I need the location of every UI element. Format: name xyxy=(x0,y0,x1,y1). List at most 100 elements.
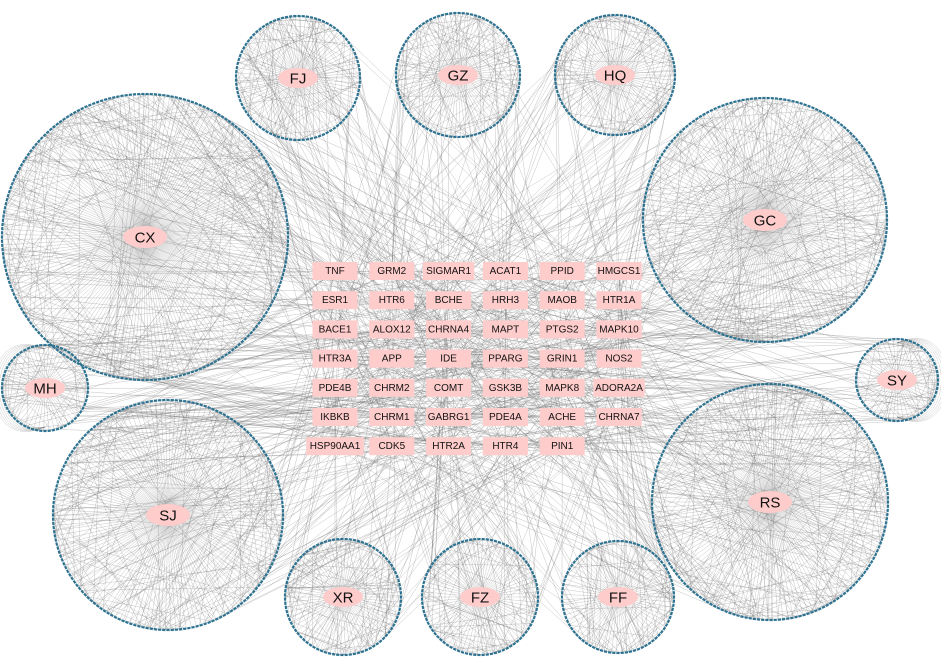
herb-node-label: GZ xyxy=(448,68,469,85)
compound-node xyxy=(397,91,401,96)
compound-node xyxy=(309,137,314,140)
compound-node xyxy=(399,595,403,599)
compound-node xyxy=(338,31,343,35)
compound-node xyxy=(95,100,100,104)
compound-node xyxy=(885,205,888,210)
compound-node xyxy=(659,560,664,565)
compound-ring-fj xyxy=(234,14,362,142)
compound-node xyxy=(777,618,782,621)
compound-node xyxy=(222,613,227,618)
compound-node xyxy=(182,399,187,403)
compound-node xyxy=(73,416,78,421)
compound-node xyxy=(513,97,517,102)
compound-node xyxy=(63,348,68,352)
compound-node xyxy=(2,214,5,218)
compound-node xyxy=(851,301,856,306)
compound-node xyxy=(52,500,55,505)
target-node-label: COMT xyxy=(434,383,463,394)
target-node-box xyxy=(369,262,415,280)
compound-node xyxy=(868,346,873,351)
compound-node xyxy=(395,67,398,71)
compound-node xyxy=(851,134,856,139)
compound-node xyxy=(402,103,406,108)
compound-node xyxy=(807,104,811,108)
compound-node xyxy=(235,86,239,91)
compound-node xyxy=(235,82,238,86)
compound-node xyxy=(305,15,310,19)
compound-node xyxy=(69,112,74,117)
compound-node xyxy=(668,615,672,620)
compound-node xyxy=(518,636,523,641)
compound-node xyxy=(325,130,330,135)
compound-node xyxy=(283,264,287,268)
compound-node xyxy=(166,398,170,402)
compound-node xyxy=(865,150,869,155)
compound-node xyxy=(670,297,674,301)
compound-node xyxy=(0,386,4,390)
compound-node xyxy=(284,260,288,264)
compound-node xyxy=(406,35,411,40)
compound-node xyxy=(293,138,297,142)
target-node-box xyxy=(312,408,358,426)
compound-node xyxy=(323,540,328,544)
compound-node xyxy=(795,336,799,340)
compound-node xyxy=(428,565,433,570)
compound-node xyxy=(15,352,20,357)
compound-node xyxy=(347,40,351,45)
target-node-box xyxy=(596,291,642,310)
compound-node xyxy=(207,405,211,410)
compound-node xyxy=(336,653,340,657)
compound-node xyxy=(157,399,162,402)
compound-node xyxy=(270,464,274,469)
compound-node xyxy=(646,253,650,257)
compound-node xyxy=(885,218,889,222)
compound-node xyxy=(63,424,68,428)
compound-node xyxy=(641,220,645,224)
compound-node xyxy=(753,340,758,343)
compound-node xyxy=(457,135,461,139)
compound-node xyxy=(59,426,64,430)
compound-node xyxy=(19,162,24,167)
target-node: ACHE xyxy=(539,408,585,426)
compound-node xyxy=(835,403,840,408)
compound-node xyxy=(752,617,757,621)
compound-node xyxy=(149,92,153,96)
compound-node xyxy=(858,359,863,364)
compound-node xyxy=(646,122,651,127)
compound-node xyxy=(149,399,154,403)
compound-node xyxy=(872,412,877,416)
compound-node xyxy=(661,108,666,113)
compound-node xyxy=(803,103,807,107)
target-node: ADORA2A xyxy=(593,378,645,397)
compound-node xyxy=(854,298,859,303)
compound-node xyxy=(721,332,725,337)
compound-node xyxy=(312,645,316,649)
compound-node xyxy=(328,128,333,133)
compound-node xyxy=(885,209,888,214)
target-node: CHRM1 xyxy=(369,408,415,426)
compound-node xyxy=(220,355,225,359)
compound-node xyxy=(802,387,806,391)
compound-node xyxy=(68,453,72,458)
compound-node xyxy=(644,546,648,551)
compound-node xyxy=(886,496,890,500)
compound-node xyxy=(254,29,259,34)
compound-node xyxy=(3,402,7,407)
compound-node xyxy=(191,401,195,405)
compound-node xyxy=(315,647,320,651)
compound-node xyxy=(612,539,616,543)
compound-node xyxy=(745,339,750,343)
compound-node xyxy=(814,328,819,333)
compound-node xyxy=(354,96,359,101)
compound-node xyxy=(572,560,577,565)
compound-node xyxy=(773,618,777,622)
compound-node xyxy=(712,396,717,400)
compound-node xyxy=(632,648,637,653)
compound-node xyxy=(845,128,850,133)
compound-node xyxy=(586,127,591,131)
compound-node xyxy=(106,415,111,419)
compound-node xyxy=(162,628,166,632)
compound-node xyxy=(787,98,791,102)
compound-node xyxy=(650,551,655,556)
target-node-label: PIN1 xyxy=(551,441,574,452)
